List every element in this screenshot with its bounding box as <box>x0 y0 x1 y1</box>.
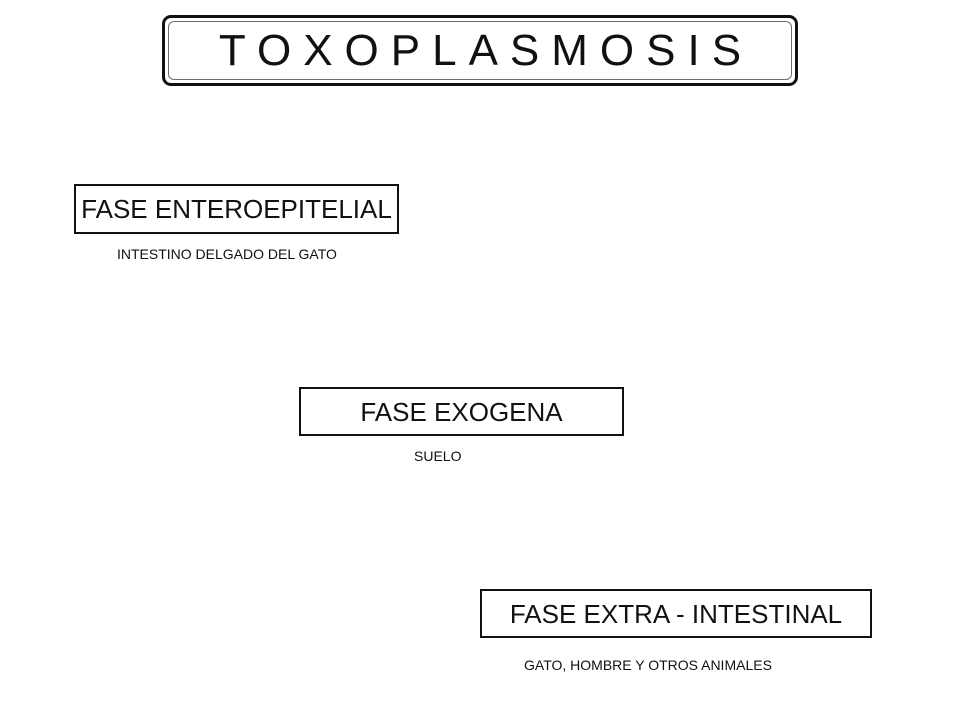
phase-box-exogena: FASE EXOGENA <box>299 387 624 436</box>
page-title: TOXOPLASMOSIS <box>218 25 754 75</box>
phase-note-exogena: SUELO <box>414 448 462 464</box>
title-box: TOXOPLASMOSIS <box>162 15 798 86</box>
phase-note-enteroepitelial: INTESTINO DELGADO DEL GATO <box>117 246 337 262</box>
phase-box-extra-intestinal: FASE EXTRA - INTESTINAL <box>480 589 872 638</box>
phase-box-enteroepitelial: FASE ENTEROEPITELIAL <box>74 184 399 234</box>
phase-label-extra-intestinal: FASE EXTRA - INTESTINAL <box>509 598 843 629</box>
phase-label-exogena: FASE EXOGENA <box>360 396 563 427</box>
phase-label-enteroepitelial: FASE ENTEROEPITELIAL <box>81 194 392 224</box>
phase-note-extra-intestinal: GATO, HOMBRE Y OTROS ANIMALES <box>524 657 772 673</box>
